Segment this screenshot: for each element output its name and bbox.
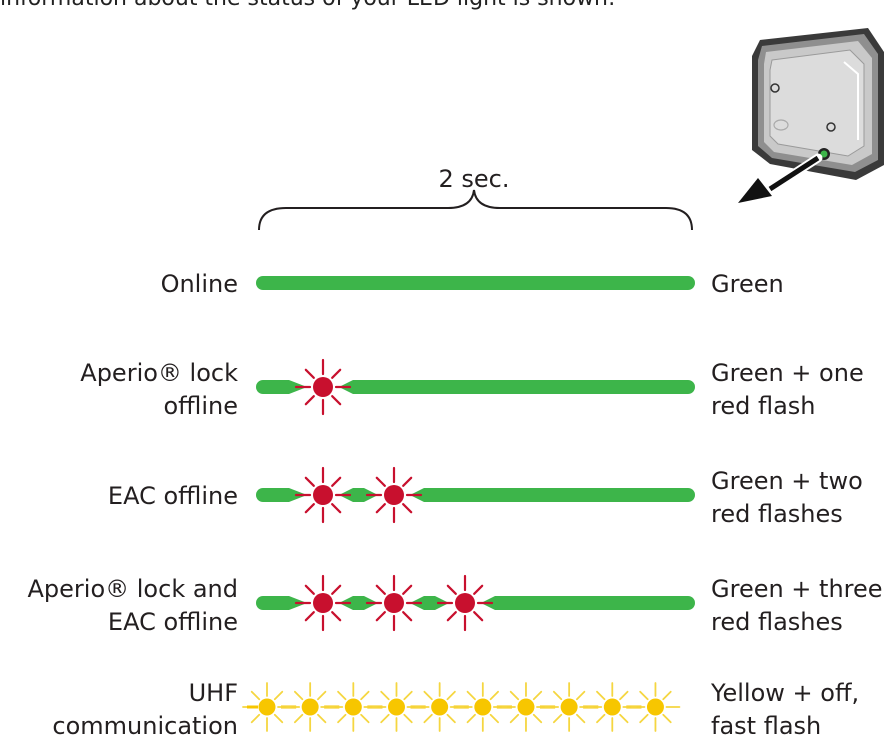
red-flash-icon [294,574,352,632]
row-label: Online [161,270,238,298]
row-description: Yellow + off,fast flash [710,679,859,740]
led-bar-segment [410,596,449,610]
row-label: EAC offline [108,482,238,510]
yellow-flash-icon [457,682,512,732]
red-flash-icon [365,574,423,632]
yellow-flash-icon [328,682,383,732]
red-flash-icon [294,358,352,416]
led-bar-segment [256,380,307,394]
header-text: information about the status of your LED… [0,0,615,11]
yellow-flash-icon [414,682,469,732]
yellow-flash-icon [371,682,426,732]
led-bar-segment [410,488,695,502]
led-bar-segment [339,380,695,394]
yellow-flash-icon [501,682,556,732]
row-description: Green [711,270,784,298]
led-bar-segment [339,488,378,502]
led-pointer-arrow-icon [738,153,823,203]
led-bar-segment [256,596,307,610]
duration-brace [258,189,693,231]
led-bar-segment [481,596,695,610]
led-bar-segment [339,596,378,610]
yellow-flash-icon [544,682,599,732]
led-bar-segment [256,488,307,502]
yellow-flash-icon [630,682,681,732]
duration-label: 2 sec. [439,165,510,193]
status-row-online: Online Green [161,270,784,298]
red-flash-icon [294,466,352,524]
led-bar [256,276,695,290]
red-flash-icon [436,574,494,632]
hub-device-icon [752,28,884,180]
red-flash-icon [365,466,423,524]
yellow-flash-icon [587,682,642,732]
